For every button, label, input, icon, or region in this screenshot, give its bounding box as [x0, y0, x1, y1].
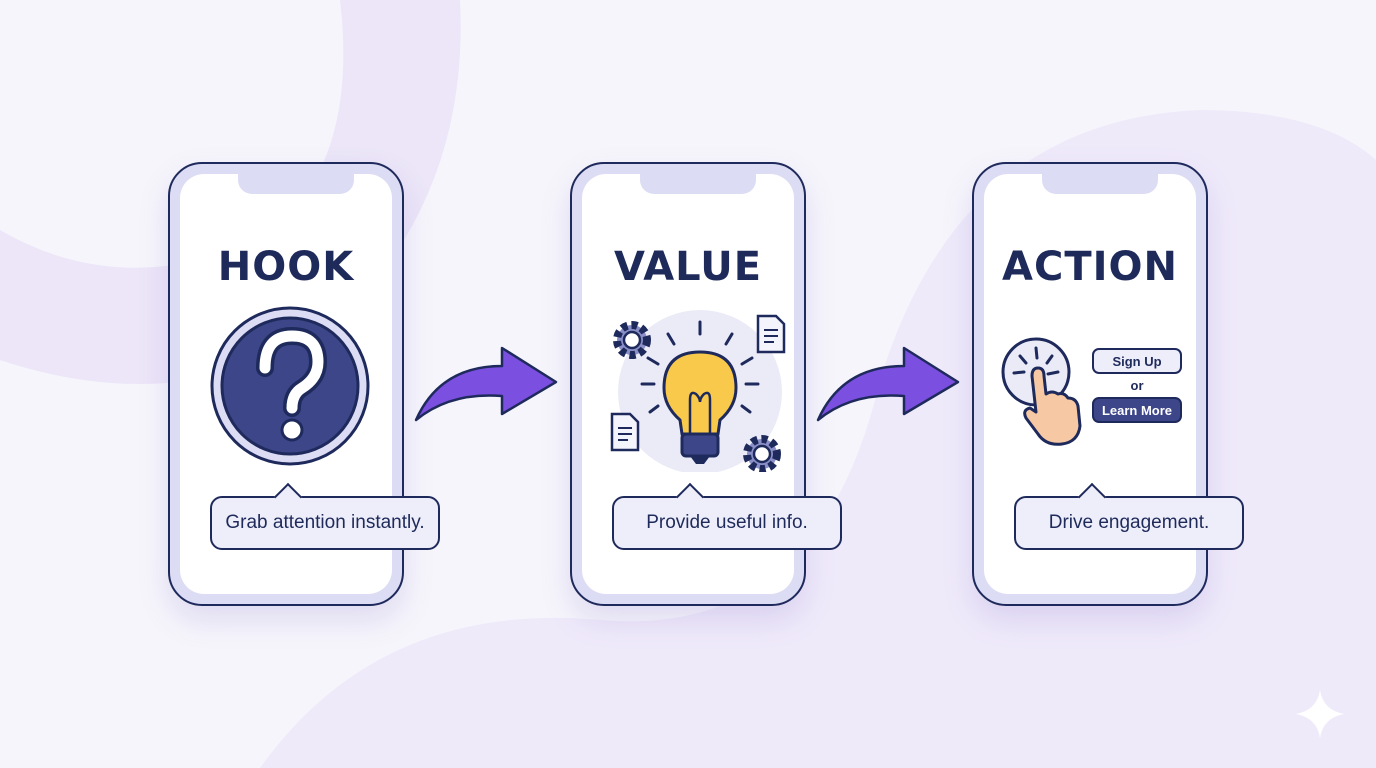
phone-hook: HOOK — [168, 162, 404, 606]
phone-notch — [640, 172, 756, 194]
caption-bubble-value: Provide useful info. — [612, 496, 842, 550]
step-title: ACTION — [1002, 244, 1178, 290]
pointing-hand-icon — [1001, 337, 1082, 446]
phone-notch — [238, 172, 354, 194]
or-separator: or — [1130, 378, 1144, 393]
arrow-right-icon — [816, 346, 960, 422]
sign-up-button[interactable]: Sign Up — [1092, 348, 1182, 374]
step-title: VALUE — [613, 244, 763, 290]
lightbulb-icon — [610, 310, 786, 472]
phone-screen: HOOK — [180, 172, 392, 594]
caption-bubble-action: Drive engagement. — [1014, 496, 1244, 550]
learn-more-button[interactable]: Learn More — [1092, 397, 1182, 423]
step-title: HOOK — [217, 244, 355, 290]
arrow-right-icon — [414, 346, 558, 422]
phone-notch — [1042, 172, 1158, 194]
question-mark-icon — [210, 306, 370, 466]
caption-bubble-hook: Grab attention instantly. — [210, 496, 440, 550]
